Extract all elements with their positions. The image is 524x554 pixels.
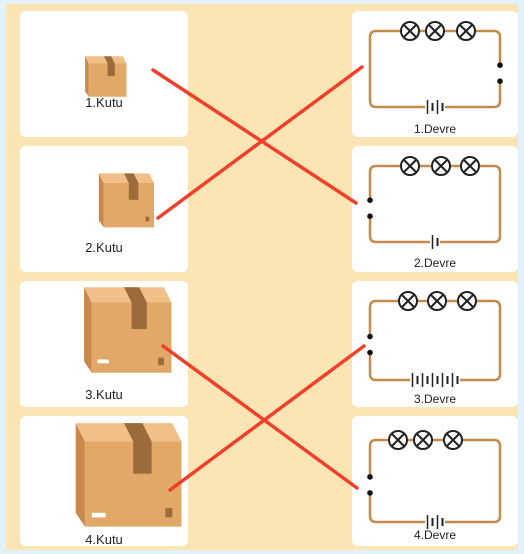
bulb-cross <box>428 24 442 38</box>
switch-terminal <box>367 197 373 203</box>
switch-terminal <box>367 490 373 496</box>
bulb-cross <box>463 159 477 173</box>
circuit-2-diagram <box>367 156 502 249</box>
circuit-wire <box>368 438 502 524</box>
switch-terminal <box>497 78 503 84</box>
circuit-1-diagram <box>368 21 503 114</box>
circuit-1-label: 1.Devre <box>413 122 457 136</box>
circuit-wire <box>368 29 502 109</box>
bulb-cross <box>403 24 417 38</box>
switch-gap <box>497 64 503 83</box>
switch-gap <box>367 335 373 354</box>
circuit-wire <box>368 164 502 244</box>
bulb-cross <box>391 433 405 447</box>
circuit-4-label: 4.Devre <box>413 528 457 542</box>
switch-terminal <box>367 213 373 219</box>
circuit-card-4: 4.Devre <box>352 416 518 546</box>
box-1-icon <box>85 56 127 97</box>
box-4-label: 4.Kutu <box>85 532 123 547</box>
box-card-3: 3.Kutu <box>20 281 188 407</box>
bulb-cross <box>401 294 415 308</box>
circuit-2-label: 2.Devre <box>413 256 457 270</box>
switch-terminal <box>497 62 503 68</box>
circuit-card-2: 2.Devre <box>352 146 518 272</box>
circuit-3-label: 3.Devre <box>413 392 457 406</box>
switch-terminal <box>367 474 373 480</box>
box-3-icon <box>84 287 172 373</box>
box-3-label: 3.Kutu <box>85 387 123 402</box>
bulb-cross <box>459 24 473 38</box>
bulb-cross <box>430 294 444 308</box>
circuit-3-diagram <box>367 291 502 387</box>
box-1-label: 1.Kutu <box>85 95 123 110</box>
circuit-4-diagram <box>367 430 502 529</box>
bulb-cross <box>460 294 474 308</box>
box-card-4: 4.Kutu <box>20 416 188 547</box>
circuit-card-3: 3.Devre <box>352 281 518 407</box>
bulb-cross <box>434 159 448 173</box>
box-4-icon <box>75 423 182 527</box>
switch-terminal <box>367 333 373 340</box>
switch-gap <box>367 475 373 494</box>
switch-terminal <box>367 349 373 356</box>
box-card-2: 2.Kutu <box>20 146 188 272</box>
box-2-label: 2.Kutu <box>85 240 123 255</box>
bulb-cross <box>403 159 417 173</box>
switch-gap <box>367 199 373 218</box>
bulb-cross <box>416 433 430 447</box>
box-card-1: 1.Kutu <box>20 11 188 137</box>
circuit-wire <box>368 299 502 382</box>
box-2-icon <box>98 173 154 228</box>
circuit-card-1: 1.Devre <box>352 11 518 137</box>
bulb-cross <box>446 433 460 447</box>
